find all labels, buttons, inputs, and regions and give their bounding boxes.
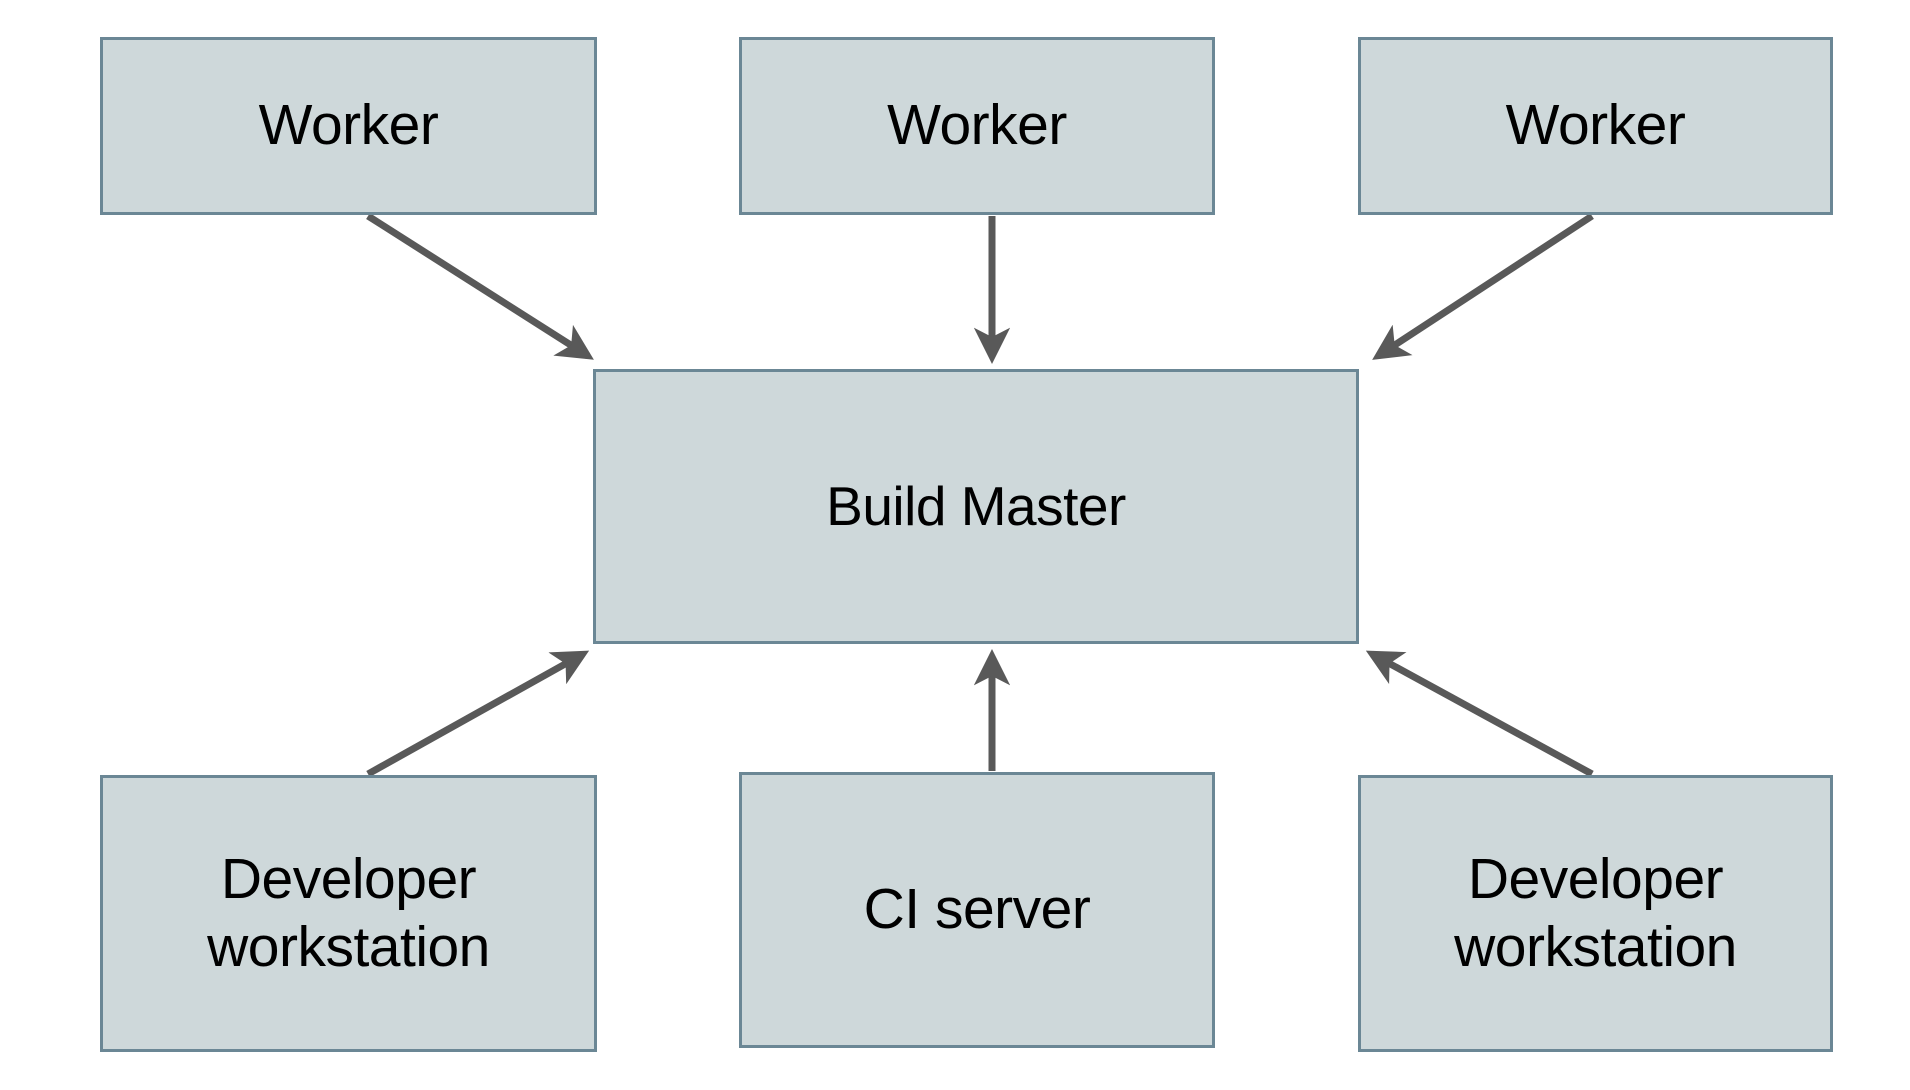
node-label: CI server <box>863 877 1091 942</box>
edge-dev-workstation-left-to-build-master <box>366 650 590 778</box>
node-label: Build Master <box>826 475 1126 538</box>
node-worker-3[interactable]: Worker <box>1358 37 1833 215</box>
node-ci-server[interactable]: CI server <box>739 772 1215 1048</box>
node-dev-workstation-left[interactable]: Developer workstation <box>100 775 597 1052</box>
node-label: Developer workstation <box>207 847 490 979</box>
edge-worker-1-to-build-master <box>366 213 594 360</box>
edge-dev-workstation-right-to-build-master <box>1365 650 1594 778</box>
node-label: Worker <box>258 93 439 158</box>
node-build-master[interactable]: Build Master <box>593 369 1359 644</box>
node-dev-workstation-right[interactable]: Developer workstation <box>1358 775 1833 1052</box>
node-worker-1[interactable]: Worker <box>100 37 597 215</box>
node-label: Worker <box>1505 93 1686 158</box>
node-label: Worker <box>887 93 1067 158</box>
node-label: Developer workstation <box>1454 847 1737 979</box>
edge-worker-3-to-build-master <box>1372 213 1594 360</box>
node-worker-2[interactable]: Worker <box>739 37 1215 215</box>
